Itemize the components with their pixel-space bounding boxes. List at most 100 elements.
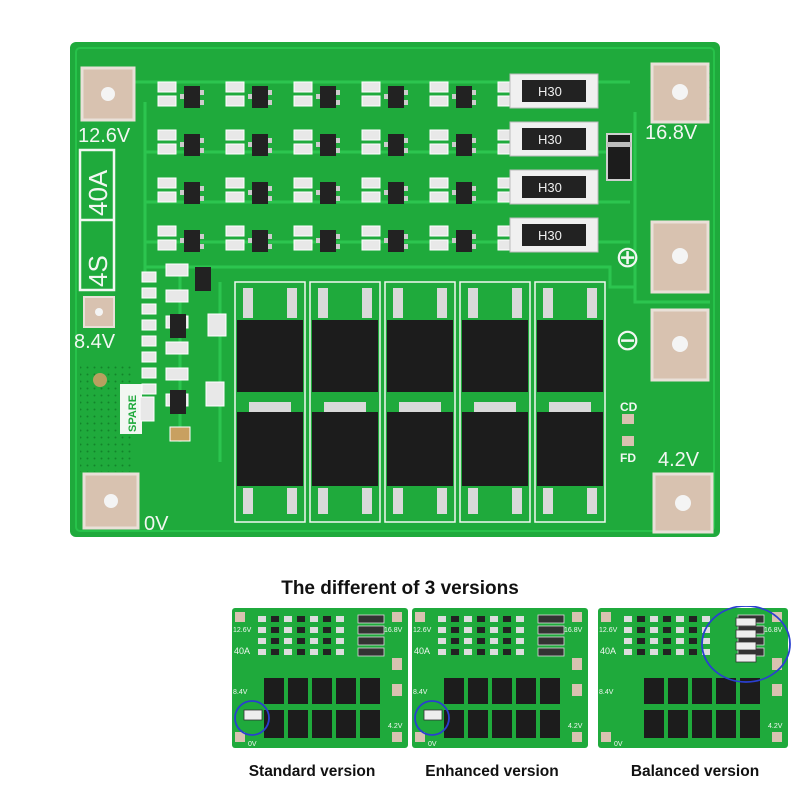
mini-smd [438,638,446,644]
mini-smd [336,627,344,633]
pad-minus [650,308,710,382]
mini-smd [310,627,318,633]
smd-resistor [293,177,313,189]
main-pcb-photo: 12.6V 16.8V 8.4V 4.2V 0V 4S 40A SPARE ⊕ … [70,42,730,542]
mini-pad [772,732,782,742]
label-8v4: 8.4V [74,331,116,353]
smd-pin [472,148,476,153]
shunt-resistor [522,176,586,198]
mini-mosfet [516,710,536,738]
mini-pad [572,684,582,696]
smd-pin [316,94,320,99]
mini-smd [438,616,446,622]
smd-pin [404,244,408,249]
smd-pin [336,138,340,143]
mini-mosfet [540,678,560,704]
smd-resistor [141,383,157,395]
smd-resistor [429,191,449,203]
mini-smd [464,649,472,655]
mosfet-body [537,412,603,486]
mini-mosfet [692,678,712,704]
smd-pin [472,100,476,105]
shunt-marking: H30 [538,132,562,147]
mini-current-label: 40A [600,646,616,656]
smd-resistor [429,95,449,107]
smd-transistor [456,134,472,156]
mini-balance-resistor [735,641,757,651]
smd-pin [268,234,272,239]
mini-mosfet [468,678,488,704]
smd-resistor [225,191,245,203]
mini-smd [477,638,485,644]
smd-pin [472,234,476,239]
mini-current-label: 40A [414,646,430,656]
smd-resistor [293,239,313,251]
smd-pin [384,94,388,99]
highlight-circle [234,700,270,736]
label-12v6: 12.6V [78,125,131,147]
mosfet-lead [393,488,403,514]
mini-smd [271,616,279,622]
smd-pin [404,138,408,143]
smd-transistor [388,230,404,252]
mini-smd [490,616,498,622]
mosfet-outline [309,281,381,523]
mini-voltage-label: 4.2V [768,723,783,730]
mini-mosfet [360,678,380,704]
mosfet-lead [393,288,403,318]
mini-smd [336,649,344,655]
smd-pin [248,238,252,243]
mini-mosfet [740,710,760,738]
mosfet-body [312,320,378,392]
mini-mosfet [540,710,560,738]
label-spare: SPARE [127,395,139,432]
mini-smd [336,638,344,644]
mini-smd [323,627,331,633]
smd-resistor [225,81,245,93]
smd-resistor [157,177,177,189]
shunt-marking: H30 [538,228,562,243]
smd-resistor [361,225,381,237]
smd-transistor [320,86,336,108]
plus-symbol: ⊕ [615,241,640,274]
mini-mosfet [264,678,284,704]
mini-mosfet [668,710,688,738]
mini-smd [702,649,710,655]
smd-pin [452,94,456,99]
smd-pin [200,100,204,105]
mosfet-body [387,412,453,486]
smd-resistor [139,396,155,422]
smd-pin [316,190,320,195]
mini-smd [637,649,645,655]
mini-voltage-label: 4.2V [388,723,403,730]
mosfet-lead [243,288,253,318]
smd-resistor [225,143,245,155]
mini-smd [689,616,697,622]
smd-pin [384,238,388,243]
smd-pin [200,196,204,201]
smd-pin [180,190,184,195]
mini-smd [676,638,684,644]
mini-smd [503,649,511,655]
mini-voltage-label: 16.8V [564,627,583,634]
mini-smd [284,616,292,622]
mini-voltage-label: 16.8V [764,627,783,634]
smd-pin [384,142,388,147]
pad-plus [650,220,710,294]
smd-pin [200,138,204,143]
smd-pin [336,234,340,239]
smd-resistor [293,129,313,141]
smd-pin [404,186,408,191]
mini-pad [392,684,402,696]
mini-mosfet [644,710,664,738]
mosfet-lead [243,488,253,514]
smd-pin [336,148,340,153]
smd-resistor [157,95,177,107]
caption-balanced: Balanced version [630,763,760,780]
mini-smd [310,638,318,644]
mini-smd [451,638,459,644]
mini-smd [258,627,266,633]
